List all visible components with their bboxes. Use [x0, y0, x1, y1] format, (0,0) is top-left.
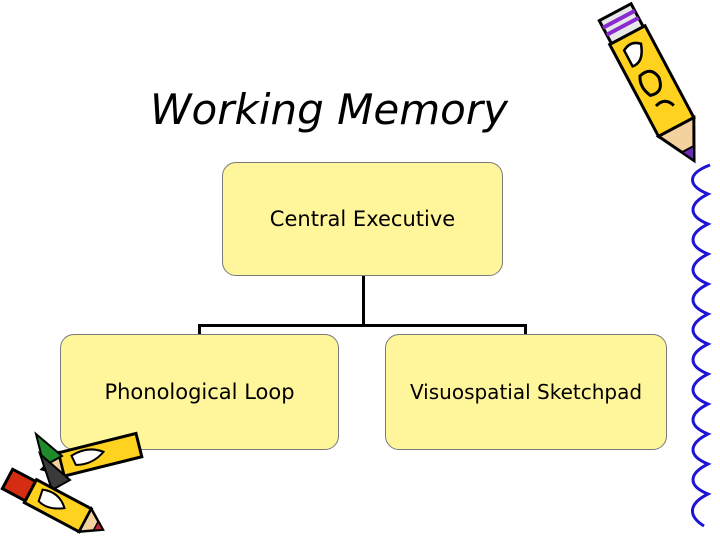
connector-horizontal [198, 324, 527, 327]
squiggle-line-icon [680, 160, 720, 535]
pencils-cluster-icon [0, 430, 145, 535]
pencil-icon [600, 0, 710, 175]
central-executive-box: Central Executive [222, 162, 503, 276]
visuospatial-sketchpad-label: Visuospatial Sketchpad [410, 380, 642, 404]
connector-root-vertical [362, 276, 365, 326]
phonological-loop-label: Phonological Loop [104, 380, 294, 404]
visuospatial-sketchpad-box: Visuospatial Sketchpad [385, 334, 667, 450]
central-executive-label: Central Executive [270, 207, 455, 231]
slide-title: Working Memory [150, 80, 510, 140]
